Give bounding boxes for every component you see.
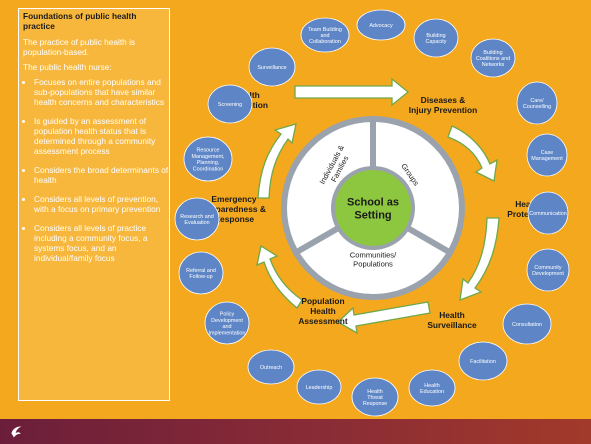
strategy-bubble [526, 133, 568, 177]
wheel-divider [404, 224, 455, 257]
cycle-arrow [294, 77, 410, 107]
cycle-arrow [459, 217, 500, 302]
cycle-arrow [256, 244, 303, 309]
strategy-bubble [300, 17, 350, 53]
text-panel-content: Foundations of public health practice Th… [23, 11, 169, 272]
strategy-bubble [413, 18, 459, 58]
strategy-bubble-label: Screening [218, 102, 242, 108]
strategy-bubble [207, 84, 253, 124]
strategy-bubble [247, 349, 295, 385]
panel-bullet-list: Focuses on entire populations and sub-po… [23, 77, 169, 263]
strategy-bubble [248, 47, 296, 87]
strategy-bubble [178, 251, 224, 295]
strategy-bubble [458, 341, 508, 381]
panel-bullet: Is guided by an assessment of population… [34, 116, 169, 156]
strategy-bubble-label: Advocacy [369, 23, 393, 29]
segment-label: Communities/Populations [350, 251, 397, 269]
strategy-bubble-label: Outreach [260, 365, 282, 371]
strategy-bubble [174, 197, 220, 241]
panel-subheading: The public health nurse: [23, 62, 112, 72]
cycle-arrows [256, 77, 500, 335]
cycle-arrow [447, 125, 498, 182]
strategy-bubble [527, 191, 569, 235]
panel-bullet: Considers all levels of prevention, with… [34, 194, 169, 214]
panel-intro: The practice of public health is populat… [23, 37, 136, 57]
logo-icon [11, 426, 22, 438]
strategy-bubble [502, 303, 552, 345]
wheel-divider [291, 224, 342, 257]
strategy-bubble-label: Facilitation [470, 359, 496, 365]
strategy-bubble [183, 136, 233, 182]
strategy-bubble-label: Care/Counselling [523, 98, 551, 110]
school-setting-circle [335, 170, 411, 246]
strategy-bubble [526, 248, 570, 292]
strategy-bubble [351, 377, 399, 417]
cycle-arrow [257, 123, 297, 199]
footer-bar [0, 419, 591, 444]
strategy-bubble [516, 81, 558, 125]
strategy-bubble-label: Surveillance [257, 65, 286, 71]
strategy-bubble [296, 369, 342, 405]
panel-bullet: Considers the broad determinants of heal… [34, 165, 169, 185]
panel-bullet: Focuses on entire populations and sub-po… [34, 77, 169, 107]
strategy-bubble [470, 38, 516, 78]
strategy-bubble-label: Leadership [306, 385, 333, 391]
strategy-bubble [204, 301, 250, 345]
strategy-bubble-label: Consultation [512, 322, 542, 328]
practice-area-label: Diseases &Injury Prevention [409, 95, 477, 115]
strategy-bubble-label: Communication [529, 211, 566, 217]
text-panel [18, 8, 170, 401]
strategy-bubble [356, 9, 406, 41]
panel-title: Foundations of public health practice [23, 11, 137, 31]
panel-bullet: Considers all levels of practice includi… [34, 223, 169, 263]
strategy-bubble [408, 369, 456, 407]
cycle-arrow [336, 301, 431, 335]
